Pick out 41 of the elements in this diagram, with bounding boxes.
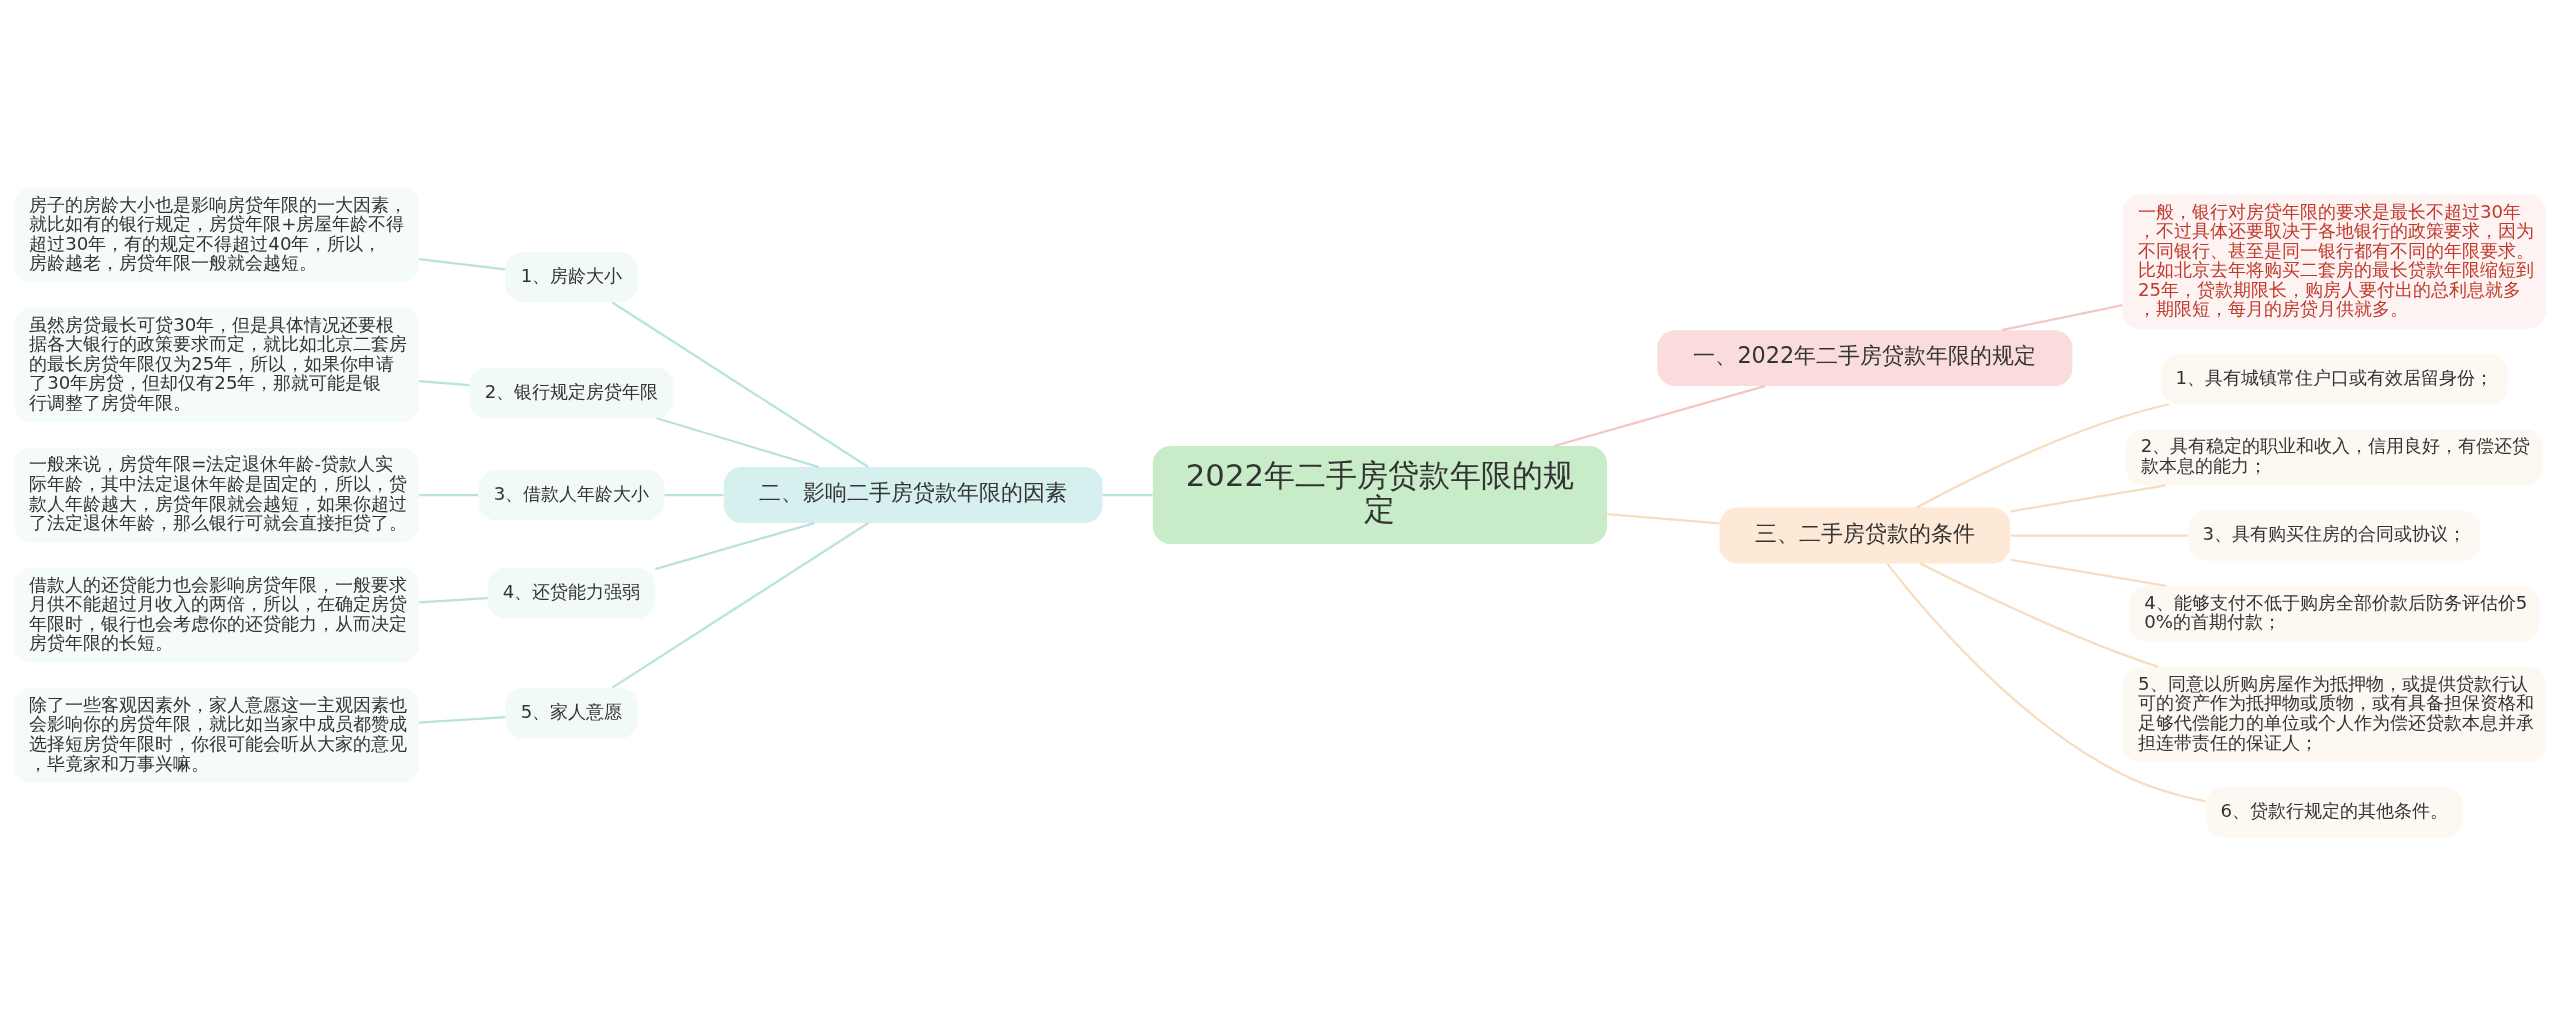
node-box: 一般，银行对房贷年限的要求是最长不超过30年，不过具体还要取决于各地银行的政策要求，因为不同银行、甚至是同一银行都有不同的年限要求。比如北京去年将购买二套房的最长贷款年限缩短到25年，贷款期限长，购房人要付出的总利息就多，期限短，每月的房贷月供就多。 [2122, 194, 2547, 329]
connector [1102, 493, 1153, 497]
connector [1916, 403, 2170, 509]
node-box: 5、同意以所购房屋作为抵押物，或提供贷款行认可的资产作为抵押物或质物，或有具备担保资格和足够代偿能力的单位或个人作为偿还贷款本息并承担连带责任的保证人； [2122, 666, 2547, 762]
node-box: 4、还贷能力强弱 [487, 567, 656, 618]
connector [1919, 562, 2159, 668]
connector [419, 596, 488, 604]
connector [611, 522, 869, 689]
connector [1553, 385, 1766, 448]
node-box: 4、能够支付不低于购房全部价款后防务评估价50%的首期付款； [2128, 585, 2540, 642]
connector [664, 493, 724, 497]
node-box: 房子的房龄大小也是影响房贷年限的一大因素，就比如有的银行规定，房贷年限+房屋年龄不得超过30年，有的规定不得超过40年，所以，房龄越老，房贷年限一般就会越短。 [13, 187, 420, 283]
connector [419, 493, 479, 497]
connector [1607, 512, 1720, 525]
connector [419, 379, 470, 387]
node-box: 虽然房贷最长可贷30年，但是具体情况还要根据各大银行的政策要求而定，就比如北京二套房的最长房贷年限仅为25年，所以，如果你申请了30年房贷，但却仅有25年，那就可能是银行调整了房贷年限。 [13, 307, 420, 423]
connector [656, 417, 820, 469]
node-box: 一般来说，房贷年限=法定退休年龄-贷款人实际年龄，其中法定退休年龄是固定的，所以，贷款人年龄越大，房贷年限就会越短，如果你超过了法定退休年龄，那么银行可就会直接拒贷了。 [13, 447, 420, 543]
node-box: 3、借款人年龄大小 [478, 469, 665, 521]
node-box: 2、银行规定房贷年限 [469, 367, 674, 419]
node-box: 二、影响二手房贷款年限的因素 [723, 467, 1103, 523]
node-box: 6、贷款行规定的其他条件。 [2205, 787, 2463, 838]
node-box: 2022年二手房贷款年限的规定 [1152, 446, 1607, 544]
node-box: 除了一些客观因素外，家人意愿这一主观因素也会影响你的房贷年限，就比如当家中成员都赞成选择短房贷年限时，你很可能会听从大家的意见，毕竟家和万事兴嘛。 [13, 687, 420, 783]
node-box: 1、具有城镇常住户口或有效居留身份； [2161, 353, 2508, 405]
connector [419, 716, 506, 724]
node-box: 三、二手房贷款的条件 [1719, 507, 2011, 564]
connector [655, 522, 815, 571]
node-box: 借款人的还贷能力也会影响房贷年限，一般要求月供不能超过月收入的两倍，所以，在确定房贷年限时，银行也会考虑你的还贷能力，从而决定房贷年限的长短。 [13, 567, 420, 663]
node-box: 1、房龄大小 [505, 251, 638, 303]
connector [2010, 558, 2167, 587]
connector [2001, 304, 2123, 332]
connector [2010, 534, 2188, 537]
connector [1886, 563, 2206, 803]
node-box: 一、2022年二手房贷款年限的规定 [1657, 330, 2073, 387]
node-box: 3、具有购买住房的合同或协议； [2188, 510, 2481, 561]
node-box: 2、具有稳定的职业和收入，信用良好，有偿还贷款本息的能力； [2125, 429, 2544, 486]
connector [419, 257, 506, 271]
connector [611, 301, 869, 468]
connector [2010, 484, 2167, 513]
node-box: 5、家人意愿 [505, 687, 638, 739]
